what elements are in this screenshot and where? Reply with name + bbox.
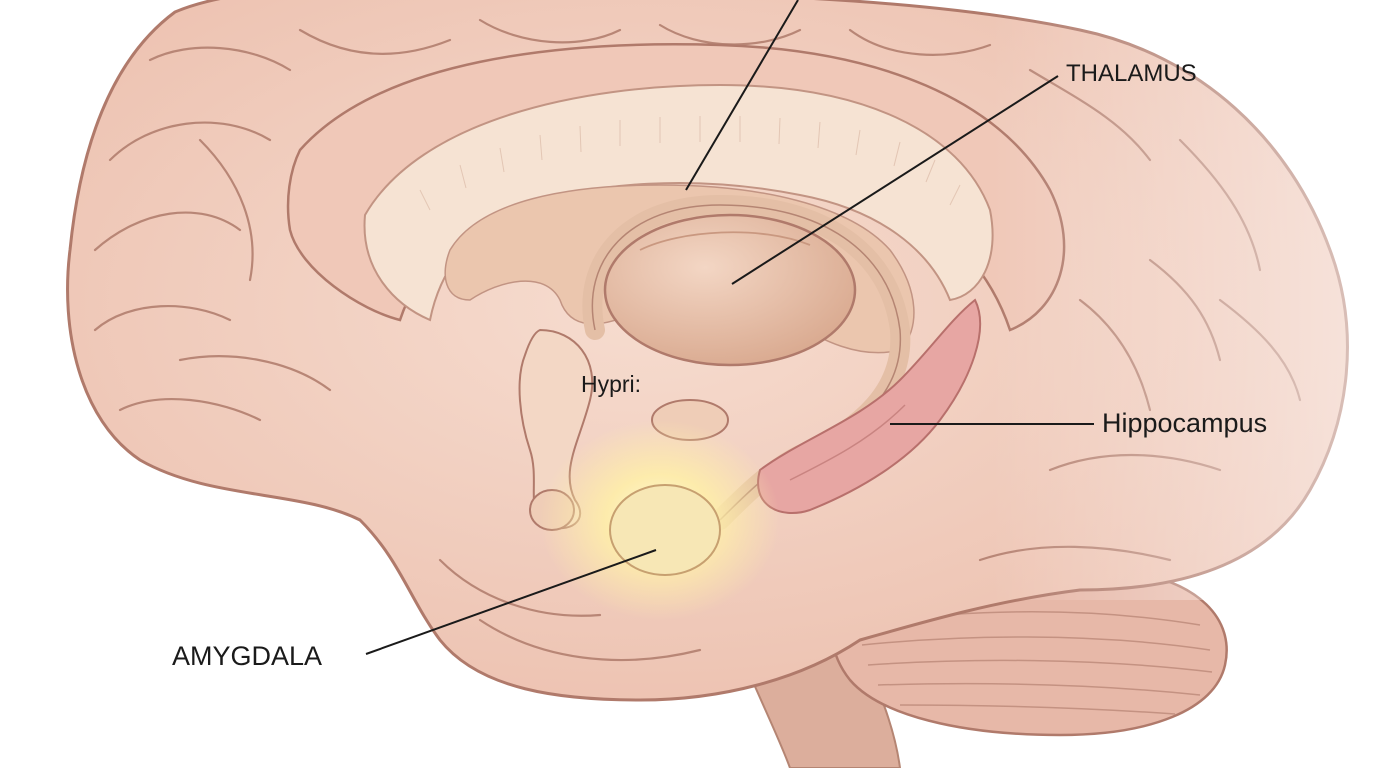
leader-top: [685, 0, 799, 191]
label-amygdala: AMYGDALA: [172, 641, 323, 671]
label-hypothalamus-partial: Hypri:: [581, 371, 642, 397]
leader-amygdala: [365, 549, 657, 655]
label-hippocampus: Hippocampus: [1102, 408, 1268, 438]
label-thalamus: THALAMUS: [1066, 60, 1197, 87]
leader-thalamus: [731, 75, 1059, 285]
leader-lines: [365, 0, 1094, 655]
